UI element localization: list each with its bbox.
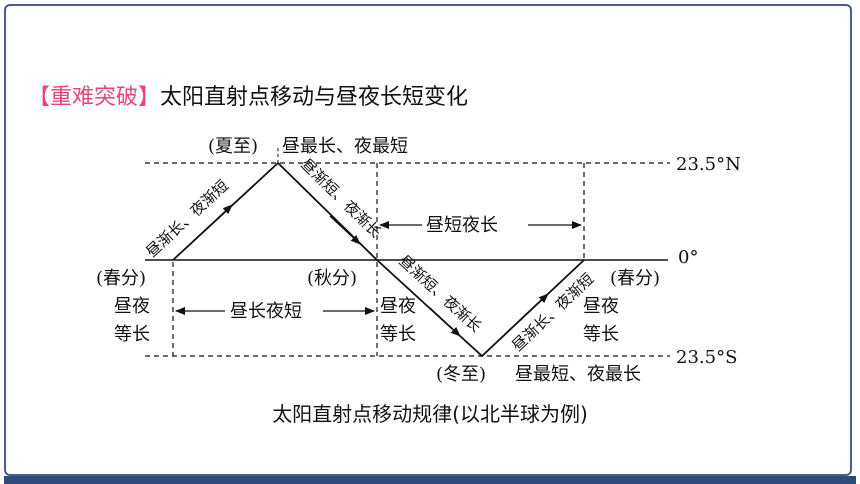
label-summer-solstice: (夏至) xyxy=(208,136,258,157)
label-equal-right-1: 昼夜 xyxy=(583,296,619,317)
slide-frame xyxy=(4,4,852,476)
arrow-falling-2 xyxy=(429,307,461,337)
label-day-long-night-short: 昼长夜短 xyxy=(230,301,302,322)
label-equal-left-1: 昼夜 xyxy=(114,296,150,317)
arrow-rising-2 xyxy=(514,293,549,326)
label-tropic-north: 23.5°N xyxy=(676,154,741,175)
label-spring-right: (春分) xyxy=(610,268,660,289)
label-falling-1: 昼渐短、夜渐长 xyxy=(297,155,385,241)
label-day-short-night-long: 昼短夜长 xyxy=(426,215,498,236)
heading-title: 太阳直射点移动与昼夜长短变化 xyxy=(160,85,469,110)
label-equal-right-2: 等长 xyxy=(583,324,619,345)
label-autumn: (秋分) xyxy=(307,268,357,289)
label-equal-mid-1: 昼夜 xyxy=(380,296,416,317)
label-spring-left: (春分) xyxy=(96,268,146,289)
section-heading: 【重难突破】太阳直射点移动与昼夜长短变化 xyxy=(28,83,468,113)
label-summer-desc: 昼最长、夜最短 xyxy=(282,136,408,157)
label-equal-left-2: 等长 xyxy=(114,324,150,345)
label-equator: 0° xyxy=(678,247,698,268)
label-winter-solstice: (冬至) xyxy=(436,364,486,385)
label-tropic-south: 23.5°S xyxy=(676,347,737,368)
diagram-caption: 太阳直射点移动规律(以北半球为例) xyxy=(272,402,588,426)
arrow-rising-1 xyxy=(199,204,233,236)
heading-tag: 【重难突破】 xyxy=(28,85,161,110)
bottom-bar xyxy=(4,476,856,484)
label-winter-desc: 昼最短、夜最长 xyxy=(515,364,641,385)
label-equal-mid-2: 等长 xyxy=(380,324,416,345)
arrow-falling-1 xyxy=(329,215,361,245)
